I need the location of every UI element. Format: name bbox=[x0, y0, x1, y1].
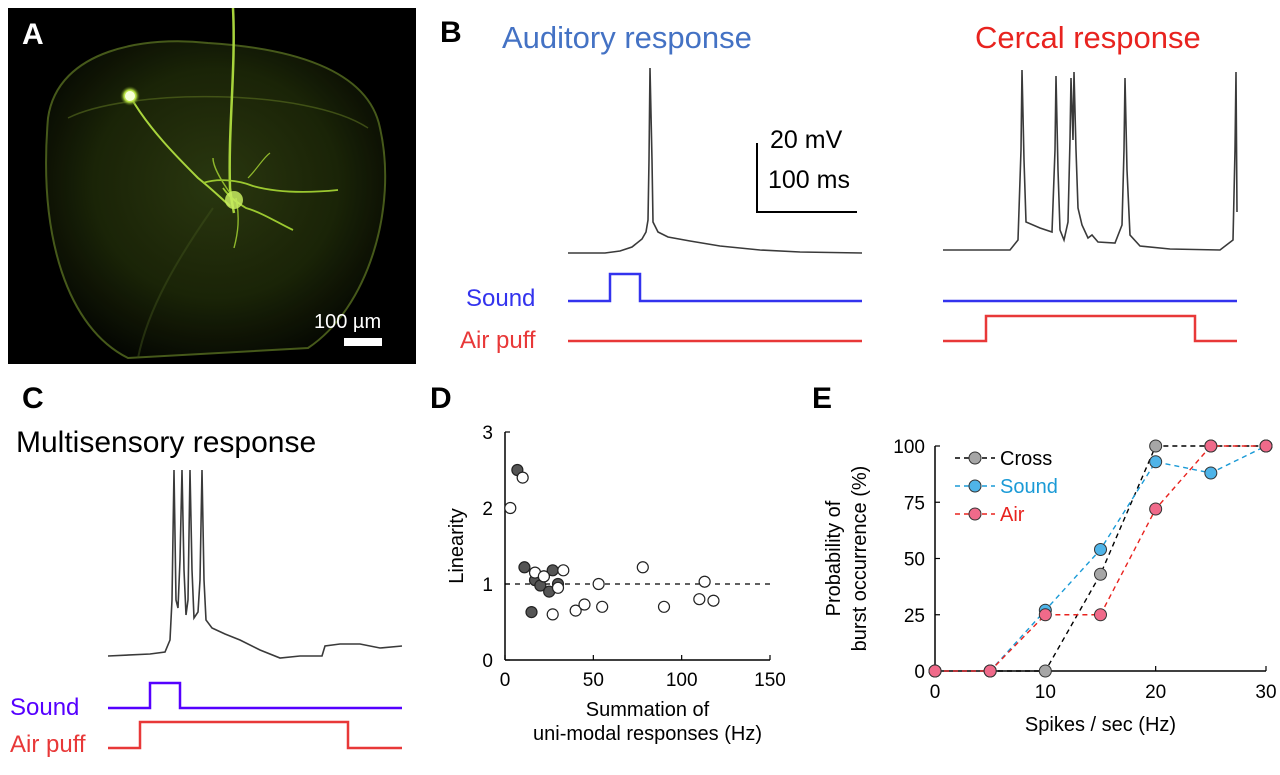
e-legend-label: Cross bbox=[1000, 448, 1052, 470]
d-point-open bbox=[578, 598, 591, 611]
d-y-tick-label: 0 bbox=[482, 651, 493, 672]
d-y-tick-label: 1 bbox=[482, 575, 493, 596]
e-x-tick-label: 10 bbox=[1035, 682, 1056, 703]
air-stimulus-line-b2 bbox=[943, 314, 1237, 343]
e-point-air bbox=[1204, 439, 1218, 453]
cercal-response-title: Cercal response bbox=[975, 20, 1201, 55]
e-legend-label: Sound bbox=[1000, 476, 1058, 498]
d-y-tick-label: 3 bbox=[482, 423, 493, 444]
e-legend-marker bbox=[968, 507, 982, 521]
sound-stimulus-line-c bbox=[108, 681, 402, 710]
multisensory-voltage-trace bbox=[107, 469, 403, 659]
air-puff-label-b: Air puff bbox=[460, 327, 536, 354]
d-x-axis-label: Summation of bbox=[586, 699, 710, 721]
e-y-axis-label: burst occurrence (%) bbox=[849, 466, 871, 652]
multisensory-response-title: Multisensory response bbox=[16, 426, 317, 459]
panel-e-label: E bbox=[812, 382, 833, 415]
panel-c-label: C bbox=[22, 382, 44, 415]
d-x-tick-label: 100 bbox=[666, 670, 698, 691]
sound-label-c: Sound bbox=[10, 694, 80, 721]
d-x-tick-label: 50 bbox=[583, 670, 604, 691]
scale-time-label: 100 ms bbox=[768, 166, 850, 194]
e-point-air bbox=[983, 664, 997, 678]
e-point-cross bbox=[1149, 439, 1163, 453]
d-x-axis-label: uni-modal responses (Hz) bbox=[533, 723, 762, 745]
d-point-open bbox=[707, 594, 720, 607]
e-point-air bbox=[1149, 502, 1163, 516]
e-y-tick-label: 0 bbox=[914, 662, 925, 683]
sound-stimulus-line-b1 bbox=[568, 272, 862, 303]
micrograph-panel-a: A 100 µm bbox=[8, 8, 416, 364]
panel-d-label: D bbox=[430, 382, 452, 415]
e-point-cross bbox=[1038, 664, 1052, 678]
e-y-tick-label: 100 bbox=[893, 437, 925, 458]
auditory-response-title: Auditory response bbox=[502, 20, 752, 55]
d-point-open bbox=[504, 501, 517, 515]
d-point-open bbox=[693, 593, 706, 606]
d-point-open bbox=[698, 575, 711, 588]
d-x-tick-label: 150 bbox=[754, 670, 786, 691]
d-point-open bbox=[636, 561, 649, 574]
e-point-air bbox=[1259, 439, 1273, 453]
d-x-tick-label: 0 bbox=[500, 670, 511, 691]
d-point-open bbox=[569, 604, 582, 617]
e-series-line-cross bbox=[935, 445, 1266, 672]
e-point-sound bbox=[1204, 466, 1218, 480]
e-y-axis-label: Probability of bbox=[823, 500, 845, 616]
e-series-line-air bbox=[935, 445, 1266, 672]
auditory-voltage-trace bbox=[568, 67, 863, 254]
air-puff-label-c: Air puff bbox=[10, 731, 86, 758]
d-point-open bbox=[657, 600, 671, 613]
d-point-filled bbox=[518, 561, 531, 574]
e-y-tick-label: 50 bbox=[904, 550, 925, 571]
e-point-air bbox=[1038, 608, 1052, 622]
air-stimulus-line-c bbox=[108, 720, 402, 750]
d-point-open bbox=[551, 581, 565, 594]
e-y-tick-label: 25 bbox=[904, 606, 925, 627]
d-point-filled bbox=[525, 606, 538, 619]
neuron-image bbox=[45, 8, 387, 360]
d-point-open bbox=[516, 471, 529, 484]
scale-voltage-label: 20 mV bbox=[770, 126, 843, 154]
e-legend-label: Air bbox=[1000, 504, 1025, 526]
e-point-sound bbox=[1149, 455, 1163, 469]
d-point-open bbox=[546, 608, 559, 621]
d-y-axis-label: Linearity bbox=[446, 508, 468, 584]
e-x-tick-label: 0 bbox=[930, 682, 941, 703]
e-y-tick-label: 75 bbox=[904, 493, 925, 514]
e-legend-marker bbox=[968, 479, 982, 493]
d-point-open bbox=[557, 564, 570, 577]
cercal-voltage-trace bbox=[943, 69, 1238, 251]
e-point-sound bbox=[1094, 543, 1107, 556]
d-point-open bbox=[596, 600, 609, 613]
e-x-tick-label: 20 bbox=[1145, 682, 1166, 703]
scale-bar bbox=[756, 143, 857, 213]
d-point-open bbox=[537, 570, 550, 583]
scale-bar-label: 100 µm bbox=[314, 311, 382, 333]
d-point-open bbox=[592, 577, 605, 591]
e-x-axis-label: Spikes / sec (Hz) bbox=[1025, 714, 1176, 736]
e-legend-marker bbox=[968, 451, 982, 465]
sound-label-b: Sound bbox=[466, 285, 536, 312]
panel-a-label: A bbox=[22, 18, 44, 51]
e-x-tick-label: 30 bbox=[1255, 682, 1276, 703]
e-point-air bbox=[1094, 608, 1107, 622]
e-series-line-sound bbox=[935, 445, 1267, 672]
d-y-tick-label: 2 bbox=[482, 499, 493, 520]
e-point-cross bbox=[1094, 567, 1107, 581]
e-point-air bbox=[928, 664, 942, 678]
panel-b-label: B bbox=[440, 16, 462, 49]
